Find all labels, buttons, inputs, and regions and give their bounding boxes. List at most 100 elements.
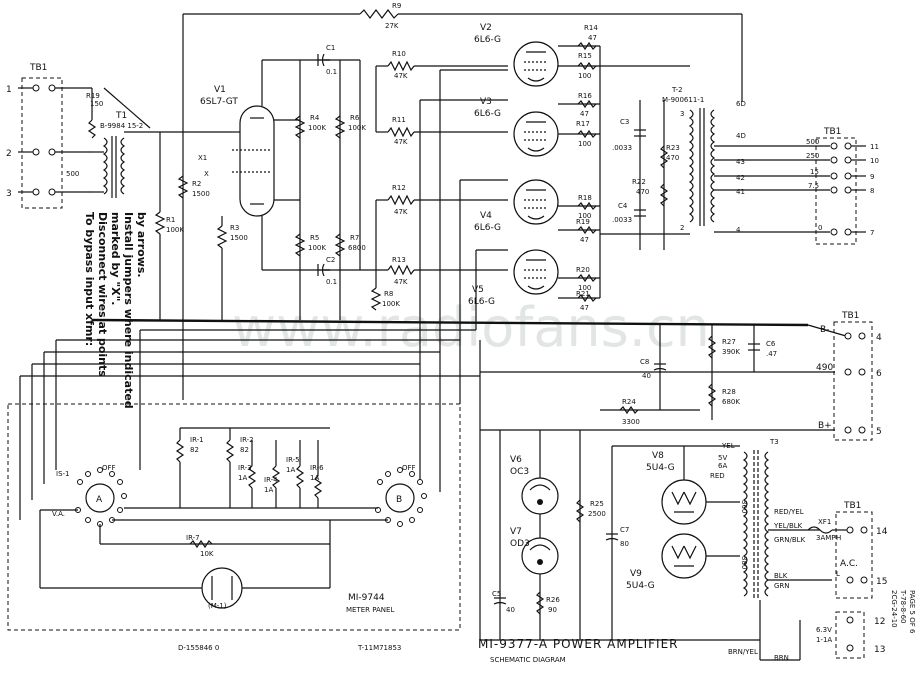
r24-value: 3300 <box>622 418 640 426</box>
r9-ref: R9 <box>392 2 401 10</box>
v3-ref: V3 <box>480 97 492 107</box>
v6-tube: V6 OC3 <box>510 455 559 515</box>
r6-value: 100K <box>348 124 366 132</box>
r11-ref: R11 <box>392 116 406 124</box>
c7-ref: C7 <box>620 526 629 534</box>
ir5-ref: IR-5 <box>286 456 300 464</box>
r19-value: 150 <box>90 100 103 108</box>
t3-wire-grn: GRN <box>774 582 790 590</box>
switch-a-label: A <box>96 495 103 505</box>
r3-resistor: R3 1500 <box>216 216 248 320</box>
bias-network: R27 390K R28 680K C6 .47 C8 40 R24 3300 <box>600 325 777 426</box>
schematic-subtitle: SCHEMATIC DIAGRAM <box>490 656 566 664</box>
drawing-number: D-155846 0 <box>178 644 219 652</box>
r18-value: 100 <box>578 212 591 220</box>
side-code-2: T-78-8-60 <box>899 589 907 623</box>
t2-pin-42: 42 <box>736 174 745 182</box>
r10-value: 47K <box>394 72 408 80</box>
r4-value: 100K <box>308 124 326 132</box>
ir4-ref: IR-4 <box>264 476 278 484</box>
v2-tube: V2 6L6-G <box>474 23 559 87</box>
b-plus-bus <box>479 340 835 640</box>
r8-ref: R8 <box>384 290 393 298</box>
t1-part: B-9984 15-2 <box>100 122 143 130</box>
r20-value: 100 <box>578 284 591 292</box>
v4-ref: V4 <box>480 211 492 221</box>
t2-pin-3: 3 <box>680 110 684 118</box>
t3-volt-360: 360 <box>740 500 748 513</box>
r1-ref: R1 <box>166 216 175 224</box>
r7-ref: R7 <box>350 234 359 242</box>
v8-type: 5U4-G <box>646 463 675 473</box>
r13-value: 47K <box>394 278 408 286</box>
r4-ref: R4 <box>310 114 320 122</box>
t3-wire-5v: 5V <box>718 454 727 462</box>
r19-ref: R19 <box>86 92 100 100</box>
t3-wire-red-yel: RED/YEL <box>774 508 804 516</box>
ac-label: A.C. <box>840 559 858 569</box>
note-line-1: To bypass input xfmr: <box>83 212 96 346</box>
v9-type: 5U4-G <box>626 581 655 591</box>
c8-value: 40 <box>642 372 651 380</box>
t1-ref: T1 <box>115 111 127 121</box>
ir3-value: 1A <box>238 474 247 482</box>
r6-ref: R6 <box>350 114 360 122</box>
v3-tube: V3 6L6-G <box>474 97 559 157</box>
r23-value: 470 <box>666 154 679 162</box>
term-14: 14 <box>876 527 888 537</box>
switch-b-off: OFF <box>402 464 416 472</box>
meter-panel: MI-9744 METER PANEL A IS-1 OFF V.A. B OF… <box>7 403 461 631</box>
power-terminal-board: TB1 B- 490 B+ 4 6 5 <box>807 311 882 441</box>
b-minus-label: B- <box>820 325 829 335</box>
r13-ref: R13 <box>392 256 406 264</box>
r25-value: 2500 <box>588 510 606 518</box>
v7-type: OD3 <box>510 539 530 549</box>
r8-value: 100K <box>382 300 400 308</box>
bypass-note: To bypass input xfmr: Disconnect wires a… <box>83 212 148 409</box>
r7-value: 6800 <box>348 244 366 252</box>
r5-ref: R5 <box>310 234 319 242</box>
c7-value: 80 <box>620 540 629 548</box>
v1-ref: V1 <box>214 85 226 95</box>
ir3-ref: IR-3 <box>238 464 252 472</box>
fuse-rating: 3AMP <box>816 534 836 542</box>
term-8: 8 <box>870 187 874 195</box>
term-10: 10 <box>870 157 879 165</box>
t3-wire-6a: 6A <box>718 462 727 470</box>
feedback-network: C3 .0033 C4 .0033 R23 470 R22 470 <box>612 100 680 250</box>
term-5: 5 <box>876 427 882 437</box>
input-term-1: 1 <box>6 85 12 95</box>
t3-wire-red: RED <box>710 472 725 480</box>
ir7-ref: IR-7 <box>186 534 200 542</box>
input-term-3: 3 <box>6 189 12 199</box>
ir4-value: 1A <box>264 486 273 494</box>
r11-value: 47K <box>394 138 408 146</box>
ir6-ref: IR-6 <box>310 464 324 472</box>
t3-wire-brn-yel: BRN/YEL <box>728 648 758 656</box>
meter-panel-model: MI-9744 <box>348 593 385 603</box>
r9-value: 27K <box>385 22 399 30</box>
t2-ref: T-2 <box>671 86 683 94</box>
ir1-value: 82 <box>190 446 199 454</box>
v1-x: X <box>204 170 209 178</box>
r2-ref: R2 <box>192 180 201 188</box>
schematic-title: MI-9377-A POWER AMPLIFIER <box>478 637 679 651</box>
c4-value: .0033 <box>612 216 632 224</box>
c3-ref: C3 <box>620 118 629 126</box>
ground-bus <box>91 318 809 327</box>
power-tb-label: TB1 <box>841 311 859 321</box>
meter-lead-bundle <box>19 69 508 520</box>
ac-tb-label: TB1 <box>843 501 861 511</box>
meter-label: (M-1) <box>208 602 227 610</box>
t3-ref: T3 <box>769 438 779 446</box>
r17-value: 100 <box>578 140 591 148</box>
r22-value: 470 <box>636 188 649 196</box>
r12-value: 47K <box>394 208 408 216</box>
v2-type: 6L6-G <box>474 35 501 45</box>
switch-is1: IS-1 <box>56 470 70 478</box>
term-9: 9 <box>870 173 874 181</box>
v8-tube: V8 5U4-G <box>646 451 707 525</box>
meter-panel-label: METER PANEL <box>346 606 394 614</box>
t3-wire-yel-blk: YEL/BLK <box>773 522 803 530</box>
switch-a-off: OFF <box>102 464 116 472</box>
